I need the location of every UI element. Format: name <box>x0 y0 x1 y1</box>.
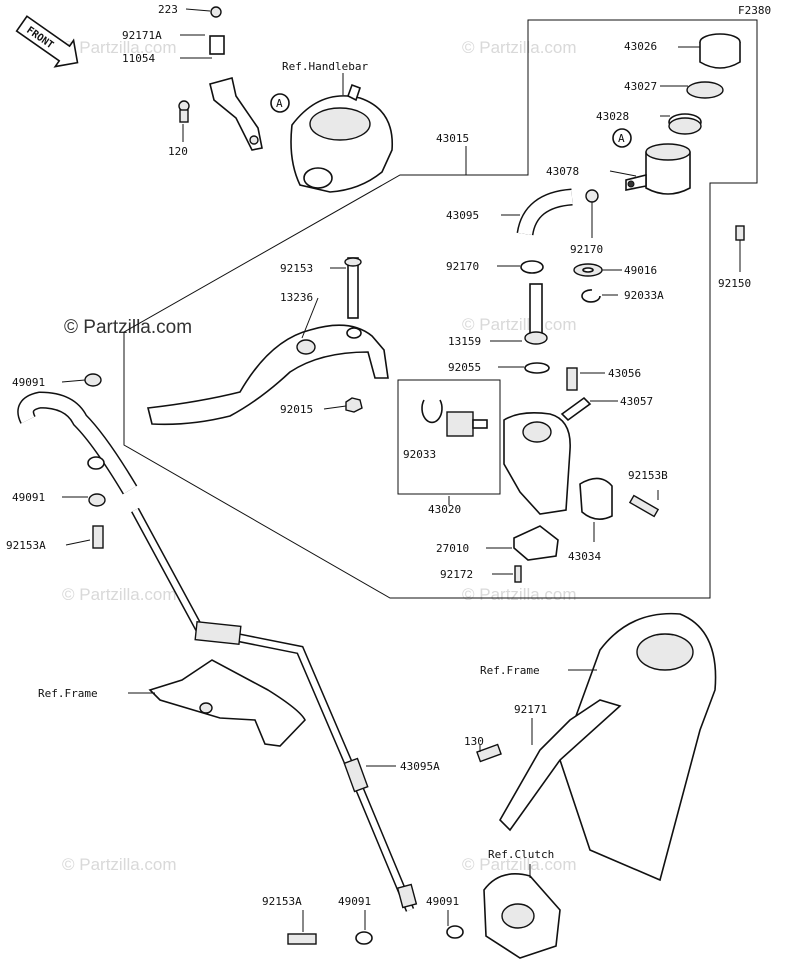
label-92172: 92172 <box>440 568 473 581</box>
label-ref-frame-right: Ref.Frame <box>480 664 540 677</box>
svg-text:© Partzilla.com: © Partzilla.com <box>62 38 177 57</box>
svg-text:© Partzilla.com: © Partzilla.com <box>62 855 177 874</box>
label-92170-b: 92170 <box>446 260 479 273</box>
label-92153: 92153 <box>280 262 313 275</box>
label-130: 130 <box>464 735 484 748</box>
svg-text:A: A <box>276 97 283 110</box>
label-92153A-a: 92153A <box>6 539 46 552</box>
label-43095: 43095 <box>446 209 479 222</box>
label-92015: 92015 <box>280 403 313 416</box>
label-43057: 43057 <box>620 395 653 408</box>
label-92033: 92033 <box>403 448 436 461</box>
label-43034: 43034 <box>568 550 601 563</box>
label-92150: 92150 <box>718 277 751 290</box>
reservoir-cap-43026 <box>699 33 741 69</box>
label-120: 120 <box>168 145 188 158</box>
watermarks: © Partzilla.com © Partzilla.com © Partzi… <box>62 38 577 874</box>
assembly-outline <box>123 19 758 599</box>
label-49091-b: 49091 <box>12 491 45 504</box>
label-43020: 43020 <box>428 503 461 516</box>
label-ref-clutch: Ref.Clutch <box>488 848 554 861</box>
piston-assy-box <box>397 379 501 495</box>
label-223: 223 <box>158 3 178 16</box>
label-92171A: 92171A <box>122 29 162 42</box>
label-92153A-b: 92153A <box>262 895 302 908</box>
diaphragm-43027 <box>686 81 724 99</box>
label-92153B: 92153B <box>628 469 668 482</box>
partzilla-watermark: © Partzilla.com <box>64 317 192 338</box>
leader-lines <box>61 8 741 932</box>
svg-text:© Partzilla.com: © Partzilla.com <box>62 585 177 604</box>
label-11054: 11054 <box>122 52 155 65</box>
svg-text:© Partzilla.com: © Partzilla.com <box>462 38 577 57</box>
label-43027: 43027 <box>624 80 657 93</box>
label-ref-frame-left: Ref.Frame <box>38 687 98 700</box>
svg-text:© Partzilla.com: © Partzilla.com <box>462 315 577 334</box>
label-49091-d: 49091 <box>426 895 459 908</box>
label-43078: 43078 <box>546 165 579 178</box>
label-43026: 43026 <box>624 40 657 53</box>
svg-text:© Partzilla.com: © Partzilla.com <box>462 585 577 604</box>
handlebar-housing <box>290 83 393 193</box>
diagram-code: F2380 <box>738 4 771 17</box>
label-ref-handlebar: Ref.Handlebar <box>282 60 368 73</box>
label-13159: 13159 <box>448 335 481 348</box>
clutch-lever-13236 <box>147 324 389 426</box>
label-43095A: 43095A <box>400 760 440 773</box>
master-cylinder-body <box>503 412 571 515</box>
bracket-11054 <box>209 6 263 151</box>
label-43056: 43056 <box>608 367 641 380</box>
plate-43028 <box>668 113 702 135</box>
label-92170-a: 92170 <box>570 243 603 256</box>
svg-text:© Partzilla.com: © Partzilla.com <box>462 855 577 874</box>
label-43015: 43015 <box>436 132 469 145</box>
label-13236: 13236 <box>280 291 313 304</box>
label-49091-a: 49091 <box>12 376 45 389</box>
svg-text:A: A <box>618 132 625 145</box>
label-49016: 49016 <box>624 264 657 277</box>
label-27010: 27010 <box>436 542 469 555</box>
label-92055: 92055 <box>448 361 481 374</box>
part-labels: 223 92171A 11054 120 Ref.Handlebar 43015… <box>6 3 751 908</box>
label-92033A: 92033A <box>624 289 664 302</box>
frame-right <box>559 612 717 882</box>
label-43028: 43028 <box>596 110 629 123</box>
frame-bracket-left <box>148 659 306 747</box>
label-92171: 92171 <box>514 703 547 716</box>
reservoir-43078 <box>625 143 691 195</box>
label-49091-c: 49091 <box>338 895 371 908</box>
